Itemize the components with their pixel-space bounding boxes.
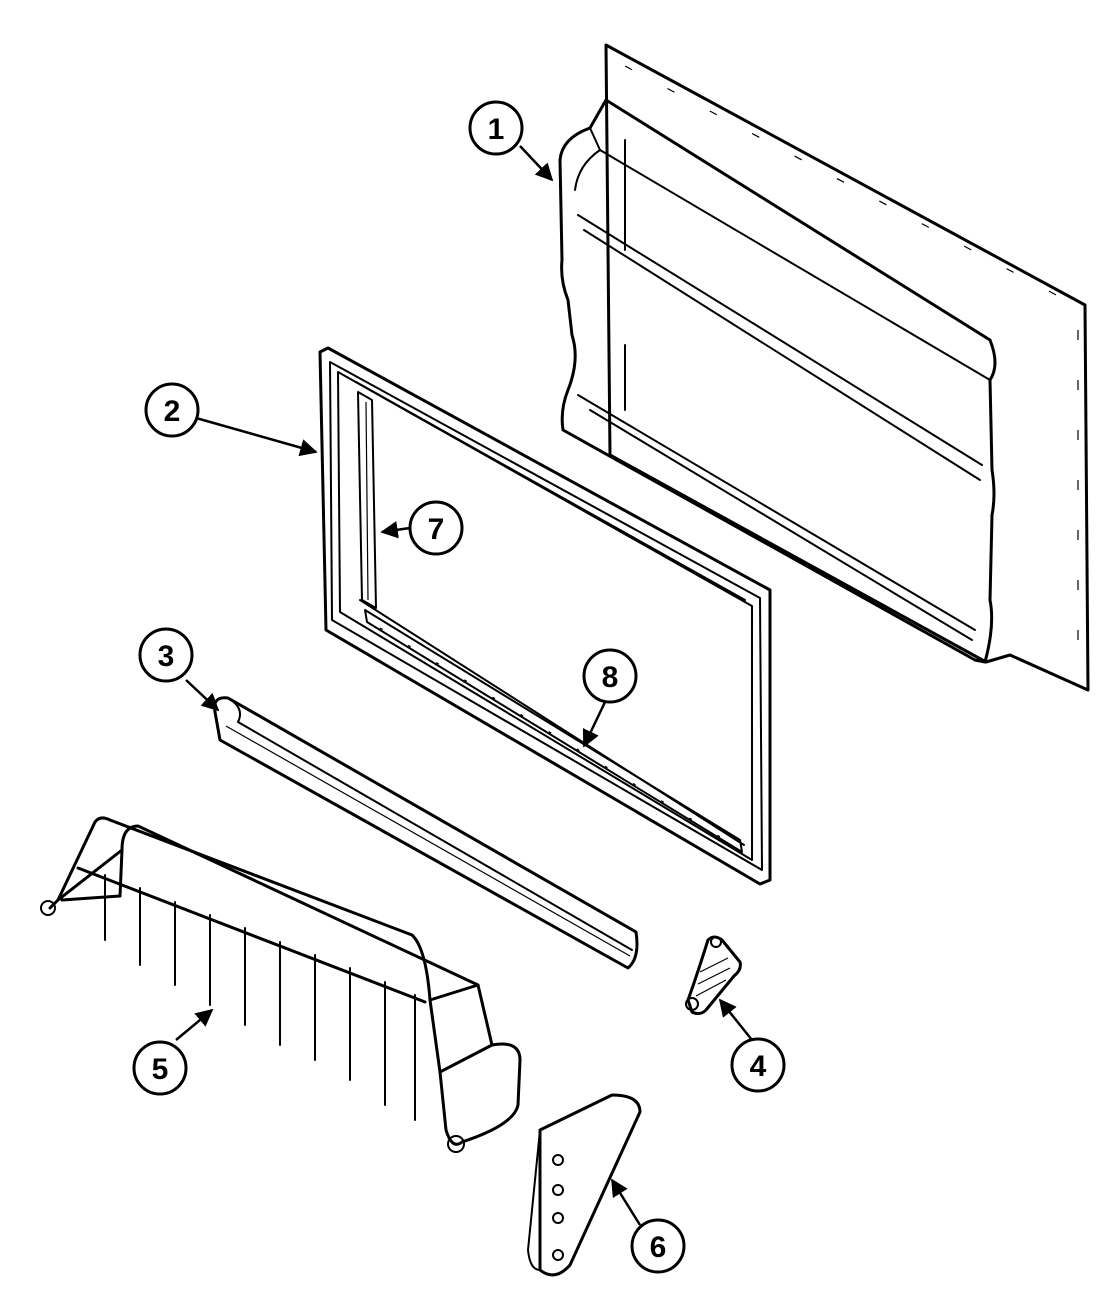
svg-text:1: 1 (488, 113, 505, 146)
leader-6 (610, 1178, 642, 1226)
svg-text:5: 5 (152, 1053, 169, 1086)
leader-3 (185, 679, 220, 712)
leader-1 (519, 145, 554, 182)
leader-2 (195, 416, 318, 457)
callout-6: 6 (630, 1218, 686, 1274)
leader-lines (175, 145, 753, 1226)
svg-text:6: 6 (650, 1231, 667, 1264)
svg-text:4: 4 (750, 1050, 767, 1083)
part-5-wire-basket (40, 816, 522, 1153)
leader-7 (380, 521, 411, 539)
part-6-bracket (527, 1093, 642, 1277)
part-4-clip (685, 935, 742, 1016)
callout-8: 8 (582, 648, 638, 704)
svg-text:3: 3 (158, 640, 175, 673)
leader-8 (582, 699, 608, 748)
svg-text:8: 8 (602, 661, 619, 694)
part-7-side-strip (357, 391, 377, 609)
part-1-door-liner (558, 43, 1090, 692)
callout-1: 1 (468, 100, 524, 156)
part-2-door-gasket (318, 346, 772, 886)
leader-5 (175, 1008, 214, 1041)
callout-4: 4 (730, 1037, 786, 1093)
svg-text:7: 7 (428, 513, 445, 546)
part-8-bottom-strip (364, 609, 743, 853)
callout-5: 5 (132, 1040, 188, 1096)
callout-3: 3 (138, 627, 194, 683)
svg-text:2: 2 (164, 395, 181, 428)
leader-4 (718, 998, 753, 1041)
callout-7: 7 (408, 500, 464, 556)
callout-2: 2 (144, 382, 200, 438)
